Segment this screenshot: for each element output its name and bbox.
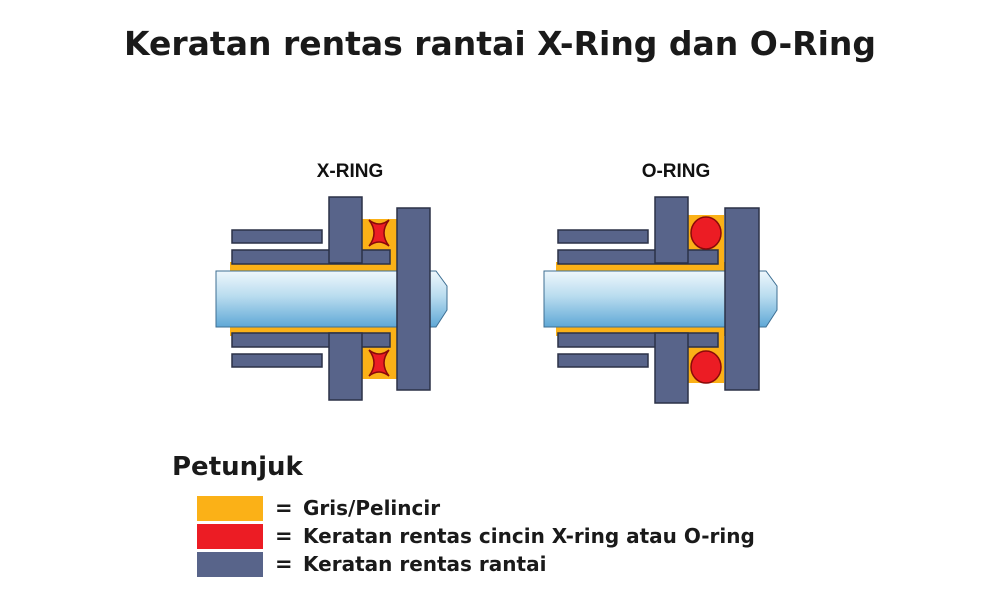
o-ring-seal-top bbox=[690, 216, 722, 250]
x-ring-chain bbox=[231, 196, 431, 401]
o-ring-seal-bottom bbox=[690, 350, 722, 384]
x-ring-seal-bottom bbox=[368, 349, 390, 377]
legend-label: Keratan rentas cincin X-ring atau O-ring bbox=[303, 524, 755, 548]
legend-equals: = bbox=[275, 524, 293, 548]
page-title: Keratan rentas rantai X-Ring dan O-Ring bbox=[124, 24, 876, 63]
legend-heading: Petunjuk bbox=[172, 452, 303, 482]
legend-label: Keratan rentas rantai bbox=[303, 552, 547, 576]
legend-equals: = bbox=[275, 496, 293, 520]
x-ring-diagram: X-RING bbox=[215, 161, 448, 401]
o-ring-chain bbox=[557, 196, 760, 404]
o-ring-diagram: O-RING bbox=[543, 161, 778, 404]
x-ring-seal-top bbox=[368, 219, 390, 247]
legend-label: Gris/Pelincir bbox=[303, 496, 441, 520]
x-ring-pin bbox=[215, 270, 448, 328]
o-ring-pin bbox=[543, 270, 778, 328]
legend-swatch-yellow bbox=[197, 496, 263, 521]
x-ring-label: X-RING bbox=[317, 161, 384, 182]
legend-swatch-blue bbox=[197, 552, 263, 577]
legend-equals: = bbox=[275, 552, 293, 576]
o-ring-label: O-RING bbox=[642, 161, 711, 182]
legend-swatch-red bbox=[197, 524, 263, 549]
